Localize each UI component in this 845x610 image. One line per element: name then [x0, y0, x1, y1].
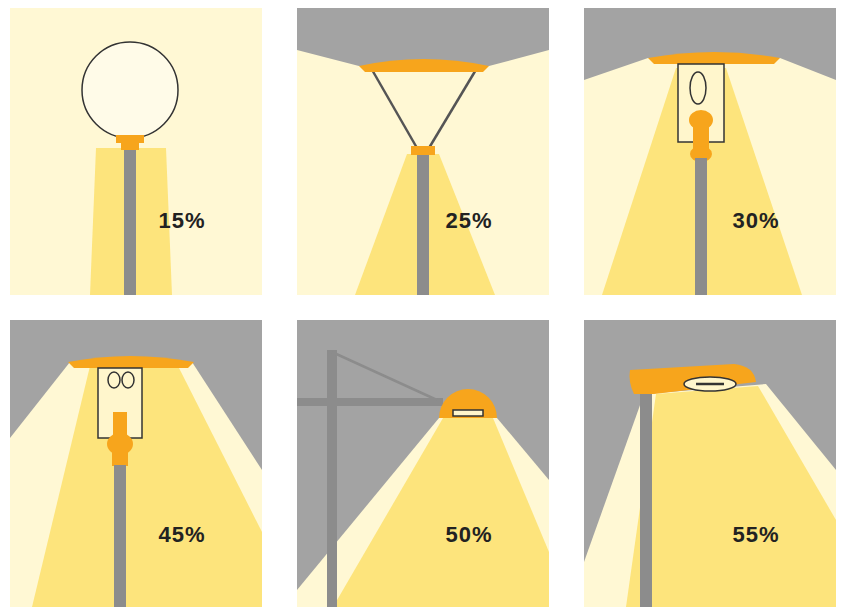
- lamp-panel-art: [10, 8, 262, 295]
- efficiency-percent: 55%: [732, 524, 779, 546]
- lamp-shape: [108, 372, 120, 388]
- efficiency-percent: 45%: [158, 524, 205, 546]
- lamp-panel-art: [10, 320, 262, 607]
- lamp-shape: [107, 433, 133, 455]
- lamp-shape: [112, 452, 128, 466]
- lamp-panel: 15%: [10, 8, 262, 295]
- lamp-shape: [297, 398, 443, 406]
- lamp-shape: [584, 320, 836, 607]
- lamp-shape: [584, 384, 836, 607]
- lamp-shape: [602, 68, 802, 295]
- lamp-panel-art: [584, 8, 836, 295]
- lamp-shape: [297, 8, 549, 295]
- lamp-shape: [122, 372, 134, 388]
- lamp-shape: [333, 418, 549, 607]
- lamp-shape: [297, 8, 549, 66]
- lamp-shape: [297, 320, 549, 607]
- lamp-shape: [332, 352, 437, 400]
- lamp-shape: [114, 465, 126, 607]
- lamp-shape: [10, 362, 262, 607]
- lamp-shape: [121, 142, 139, 150]
- efficiency-percent: 50%: [445, 524, 492, 546]
- lamp-panel: 55%: [584, 320, 836, 607]
- lamp-shape: [439, 389, 497, 418]
- lamp-shape: [327, 350, 337, 607]
- lamp-shape: [690, 72, 706, 104]
- lamp-shape: [584, 8, 836, 295]
- lamp-panel-art: [584, 320, 836, 607]
- lamp-shape: [630, 364, 757, 394]
- lamp-panel-art: [297, 8, 549, 295]
- lamp-shape: [648, 52, 780, 64]
- lamp-shape: [10, 320, 262, 607]
- lamp-shape: [82, 42, 178, 138]
- lamp-shape: [696, 383, 724, 386]
- lamp-panel: 50%: [297, 320, 549, 607]
- lamp-shape: [32, 366, 262, 607]
- lamp-shape: [371, 68, 417, 148]
- lamp-shape: [355, 154, 495, 295]
- lamp-shape: [124, 148, 136, 295]
- lamp-shape: [695, 158, 707, 295]
- lamp-shape: [359, 59, 489, 72]
- efficiency-percent: 15%: [158, 210, 205, 232]
- lamp-panel-art: [297, 320, 549, 607]
- lamp-panel: 25%: [297, 8, 549, 295]
- lamp-panel: 45%: [10, 320, 262, 607]
- lamp-shape: [116, 135, 144, 143]
- lamp-panel: 30%: [584, 8, 836, 295]
- lamp-shape: [684, 377, 736, 391]
- lamp-shape: [640, 386, 652, 607]
- lamp-shape: [68, 356, 194, 368]
- lamp-shape: [429, 68, 477, 148]
- efficiency-percent: 25%: [445, 210, 492, 232]
- lamp-shape: [98, 368, 142, 438]
- lamp-shape: [453, 410, 483, 416]
- lamp-shape: [626, 386, 836, 607]
- lamp-shape: [411, 146, 435, 155]
- lamp-shape: [113, 412, 127, 436]
- lamp-shape: [10, 8, 262, 295]
- efficiency-percent: 30%: [732, 210, 779, 232]
- lamp-shape: [417, 154, 429, 295]
